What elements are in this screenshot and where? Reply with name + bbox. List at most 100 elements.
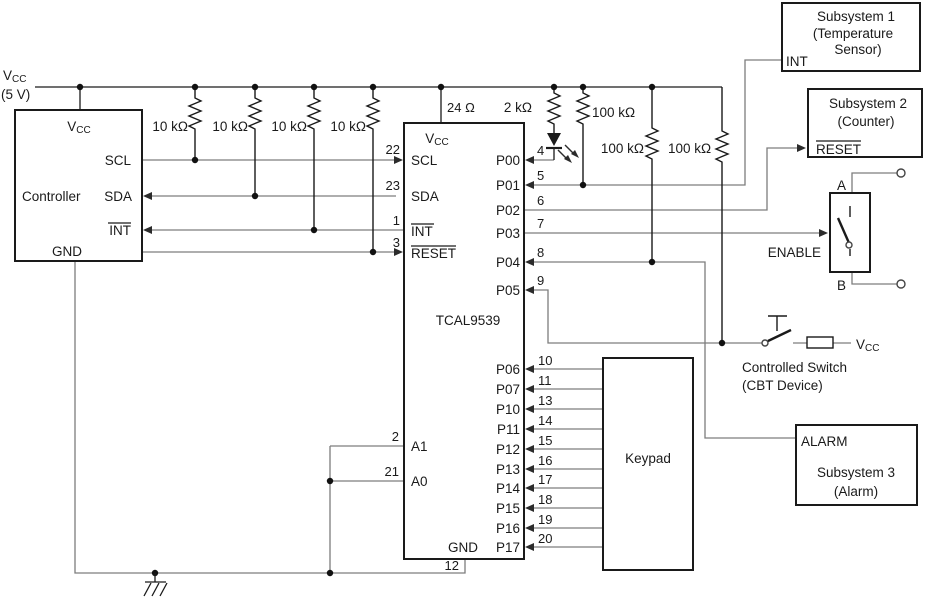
p05-wire-to-switch — [534, 289, 762, 344]
junction-dot — [191, 83, 199, 91]
pullup-resistor-sda — [247, 87, 263, 196]
subsystem3-subtitle: (Alarm) — [834, 484, 878, 499]
expander-labels: VCC 24 Ω TCAL9539 SCL SDA INT RESET A1 A… — [385, 100, 501, 573]
port-pin-number: 19 — [538, 512, 552, 527]
port-label: P00 — [496, 153, 520, 168]
power-rails — [35, 86, 722, 123]
enable-switch-pivot — [845, 241, 853, 249]
vcc-voltage-label: (5 V) — [1, 87, 30, 102]
port-pin-number: 14 — [538, 413, 552, 428]
p12-arrow — [525, 445, 534, 453]
expander-a1-pin-number: 2 — [392, 429, 399, 444]
port-label: P15 — [496, 501, 520, 516]
resistor-labels: 10 kΩ 10 kΩ 10 kΩ 10 kΩ 2 kΩ 100 kΩ 100 … — [152, 100, 711, 156]
controlled-switch-subtitle: (CBT Device) — [742, 378, 823, 393]
port-pin-number: 6 — [537, 193, 544, 208]
port-label: P11 — [497, 422, 520, 437]
ground-bus — [74, 261, 466, 574]
subsystem2-labels: Subsystem 2 (Counter) RESET — [816, 96, 907, 157]
enable-switch-box — [829, 192, 871, 273]
ground-slash-3 — [159, 582, 168, 597]
pullup-resistor-scl — [187, 87, 203, 160]
junction-dot — [579, 83, 587, 91]
resistor-value-label: 10 kΩ — [212, 119, 248, 134]
resistor-value-label: 10 kΩ — [330, 119, 366, 134]
enable-arrow-into-switch — [819, 229, 828, 237]
expander-sda-pin-label: SDA — [411, 189, 439, 204]
resistor-value-label: 100 kΩ — [601, 141, 644, 156]
resistors — [187, 87, 834, 349]
terminal-a-circle — [896, 168, 906, 178]
p07-arrow — [525, 385, 534, 393]
port-label: P07 — [496, 382, 520, 397]
controlled-switch-blade — [767, 328, 792, 343]
expander-reset-pin-number: 3 — [393, 235, 400, 250]
p11-arrow — [525, 425, 534, 433]
sda-arrow-into-controller — [143, 192, 152, 200]
port-pin-number: 8 — [537, 245, 544, 260]
ground-slash-2 — [151, 582, 160, 597]
expander-gnd-pin-label: GND — [448, 540, 478, 555]
expander-int-pin-label: INT — [411, 224, 433, 239]
resistor-value-label: 100 kΩ — [592, 105, 635, 120]
port-pin-number: 13 — [538, 393, 552, 408]
controller-gnd-pin-label: GND — [52, 244, 82, 259]
terminal-b-label: B — [837, 278, 846, 293]
subsystem2-subtitle: (Counter) — [837, 114, 894, 129]
p16-arrow — [525, 524, 534, 532]
resistor-value-label: 10 kΩ — [271, 119, 307, 134]
expander-reset-pin-label: RESET — [411, 246, 456, 261]
expander-scl-pin-number: 22 — [386, 142, 400, 157]
p06-arrow — [525, 365, 534, 373]
port-label: P14 — [496, 481, 521, 496]
pullup-resistor-p04 — [644, 87, 660, 262]
junction-dots — [76, 83, 726, 577]
expander-a0-pin-label: A0 — [411, 474, 428, 489]
junction-dot — [648, 83, 656, 91]
subsystem3-alarm-pin-label: ALARM — [801, 434, 848, 449]
port-label: P05 — [496, 283, 520, 298]
port-pin-number: 9 — [537, 273, 544, 288]
vcc-supply-label: VCC — [3, 68, 26, 85]
port-pin-number: 7 — [537, 216, 544, 231]
junction-dot — [251, 83, 259, 91]
p17-arrow — [525, 543, 534, 551]
reset-arrow-into-subsystem2 — [797, 144, 806, 152]
subsystem3-labels: ALARM Subsystem 3 (Alarm) — [801, 434, 895, 499]
keypad-title: Keypad — [625, 451, 671, 466]
switch-series-resistor — [806, 336, 834, 349]
led-icon — [546, 133, 579, 163]
ground-slash-1 — [143, 582, 152, 597]
enable-label: ENABLE — [768, 245, 821, 260]
switch-vcc-label: VCC — [856, 337, 879, 354]
junction-dot — [251, 192, 259, 200]
p01-wire-to-subsystem1 — [534, 59, 782, 186]
port-pin-number: 20 — [538, 531, 552, 546]
subsystem2-title: Subsystem 2 — [829, 96, 907, 111]
junction-dot — [718, 339, 726, 347]
p01-arrow — [525, 181, 534, 189]
arrowheads — [143, 144, 828, 551]
subsystem1-int-pin-label: INT — [786, 54, 808, 69]
controlled-switch-icon — [761, 315, 792, 347]
controlled-switch-title: Controlled Switch — [742, 360, 847, 375]
controller-vcc-pin-label: VCC — [67, 119, 90, 136]
enable-terminal-a-wire — [851, 172, 897, 193]
expander-vcc-pin-label: VCC — [425, 131, 448, 148]
scl-arrow-into-expander — [394, 156, 403, 164]
port-pin-number: 11 — [538, 373, 552, 388]
pullup-resistor-int — [306, 87, 322, 230]
expander-a0-pin-number: 21 — [385, 464, 399, 479]
junction-dot — [579, 181, 587, 189]
enable-switch-icon — [836, 206, 853, 256]
enable-switch-blade — [836, 217, 851, 244]
led-emission-arrowhead-1 — [564, 155, 572, 163]
port-label: P16 — [496, 521, 520, 536]
expander-sda-pin-number: 23 — [386, 178, 400, 193]
subsystem2-box — [807, 88, 923, 158]
port-pin-number: 4 — [537, 143, 544, 158]
expander-port-labels: P00 P01 P02 P03 P04 P05 P06 P07 P10 P11 … — [496, 143, 553, 555]
port-label: P13 — [496, 462, 520, 477]
